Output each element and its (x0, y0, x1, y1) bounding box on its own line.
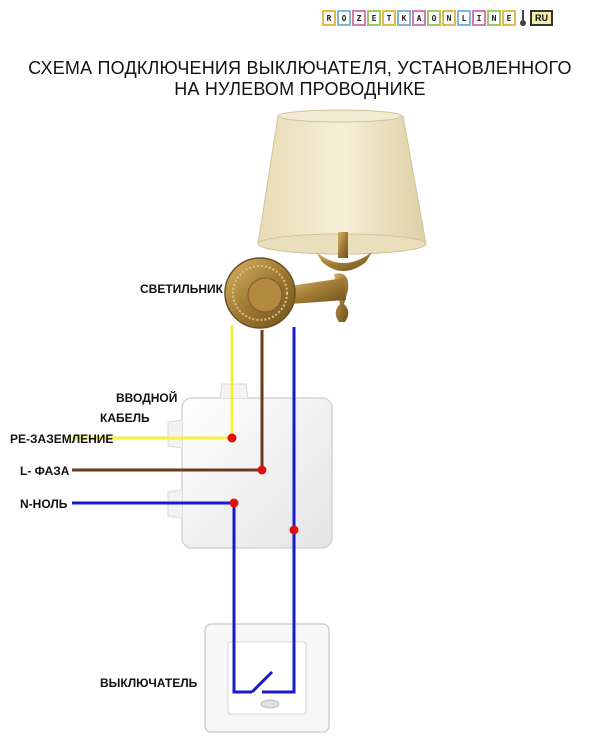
logo-letter: N (442, 10, 456, 26)
logo-letter: L (457, 10, 471, 26)
label-lamp: СВЕТИЛЬНИК (140, 282, 223, 296)
logo-letter: E (367, 10, 381, 26)
page-title: СХЕМА ПОДКЛЮЧЕНИЯ ВЫКЛЮЧАТЕЛЯ, УСТАНОВЛЕ… (0, 58, 600, 100)
lamp-arm (290, 278, 346, 304)
lamp-cup (316, 252, 372, 271)
logo-letter: T (382, 10, 396, 26)
logo-letter: I (472, 10, 486, 26)
label-switch: ВЫКЛЮЧАТЕЛЬ (100, 676, 198, 690)
logo-letter: K (397, 10, 411, 26)
label-neutral: N-НОЛЬ (20, 497, 68, 511)
label-input-cable-line1: ВВОДНОЙ (116, 391, 178, 405)
logo-letter: R (322, 10, 336, 26)
label-phase: L- ФАЗА (20, 464, 70, 478)
logo-domain: RU (530, 10, 553, 26)
neutral-wire (72, 327, 296, 694)
title-line-1: СХЕМА ПОДКЛЮЧЕНИЯ ВЫКЛЮЧАТЕЛЯ, УСТАНОВЛЕ… (28, 58, 572, 78)
plug-icon (517, 10, 529, 26)
logo-letter: O (427, 10, 441, 26)
lamp-shade (257, 115, 427, 245)
phase-junction-dot (257, 465, 267, 475)
junction-box (167, 383, 333, 549)
title-line-2: НА НУЛЕВОМ ПРОВОДНИКЕ (174, 79, 426, 99)
logo-letter: N (487, 10, 501, 26)
neutral-junction-dot (229, 498, 239, 508)
label-pe-ground: PE-ЗАЗЕМЛЕНИЕ (10, 432, 114, 446)
label-input-cable-line2: КАБЕЛЬ (100, 411, 150, 425)
wall-lamp (224, 109, 427, 329)
lamp-neutral-junction-dot (289, 525, 299, 535)
pe-junction-dot (227, 433, 237, 443)
logo-letter: O (337, 10, 351, 26)
logo-letter: Z (352, 10, 366, 26)
logo-letter: A (412, 10, 426, 26)
logo-letter: E (502, 10, 516, 26)
